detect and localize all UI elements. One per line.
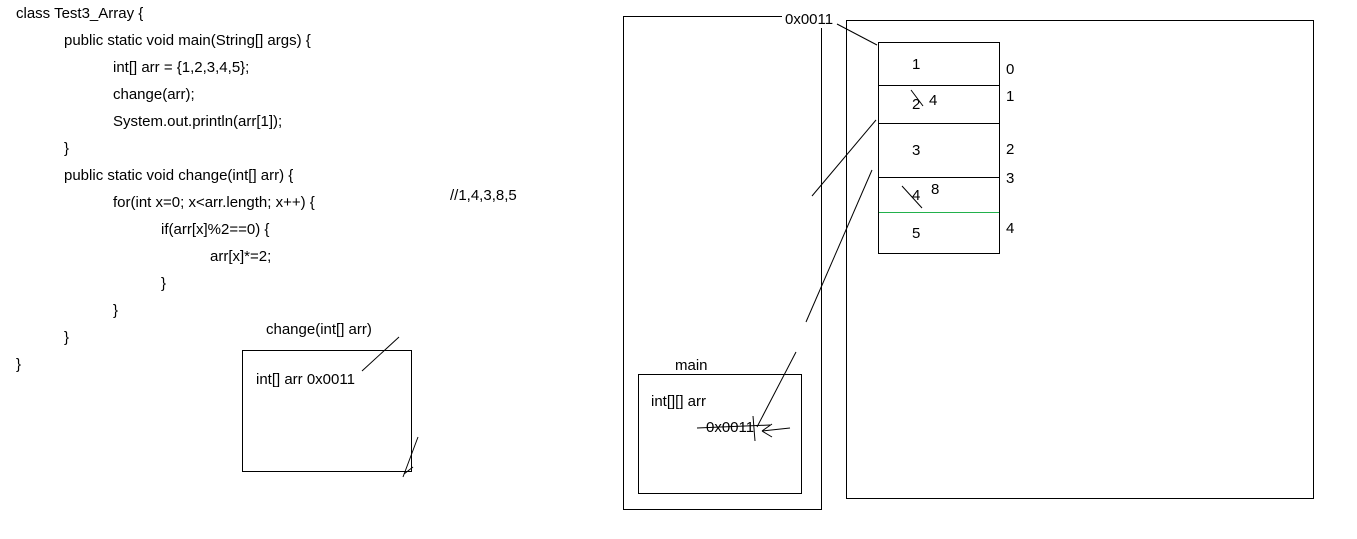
code-line: } [161, 275, 167, 292]
main-frame-label: main [675, 357, 708, 374]
code-line: public static void change(int[] arr) { [64, 167, 294, 184]
array-new-value-3: 8 [931, 181, 940, 198]
array-index-2: 2 [1006, 141, 1015, 158]
code-line: } [113, 302, 119, 319]
array-index-0: 0 [1006, 61, 1015, 78]
array-cell-value: 3 [912, 142, 921, 159]
array-index-1: 1 [1006, 88, 1015, 105]
array-new-value-1: 4 [929, 92, 938, 109]
array-cell-1: 2 [879, 86, 999, 124]
array-index-3: 3 [1006, 170, 1015, 187]
code-line: } [64, 140, 70, 157]
main-var-label: int[][] arr [651, 393, 707, 410]
heap-address-label: 0x0011 [782, 11, 837, 28]
array-cell-value: 1 [912, 55, 921, 73]
array-cell-4: 5 [879, 213, 999, 253]
array-cell-0: 1 [879, 43, 999, 86]
code-line: System.out.println(arr[1]); [113, 113, 283, 130]
code-line: arr[x]*=2; [210, 248, 272, 265]
main-var-value: 0x0011 [706, 419, 755, 436]
change-frame-content: int[] arr 0x0011 [256, 371, 355, 388]
array-index-4: 4 [1006, 220, 1015, 237]
array-cell-value: 5 [912, 224, 921, 242]
code-block: class Test3_Array { public static void m… [0, 0, 640, 378]
code-line: public static void main(String[] args) { [64, 32, 311, 49]
code-line: int[] arr = {1,2,3,4,5}; [113, 59, 250, 76]
code-line: } [64, 329, 70, 346]
code-line: for(int x=0; x<arr.length; x++) { [113, 194, 315, 211]
change-frame-box [242, 350, 412, 472]
code-line: if(arr[x]%2==0) { [161, 221, 270, 238]
array-box: 1 2 3 4 5 [878, 42, 1000, 254]
code-line: change(arr); [113, 86, 195, 103]
main-frame-box [638, 374, 802, 494]
array-cell-2: 3 [879, 124, 999, 178]
inline-comment: //1,4,3,8,5 [450, 187, 517, 204]
change-frame-label: change(int[] arr) [266, 321, 372, 338]
code-line: } [16, 356, 22, 373]
code-line: class Test3_Array { [16, 5, 144, 22]
array-cell-value: 4 [912, 186, 921, 204]
array-cell-value: 2 [912, 96, 921, 113]
